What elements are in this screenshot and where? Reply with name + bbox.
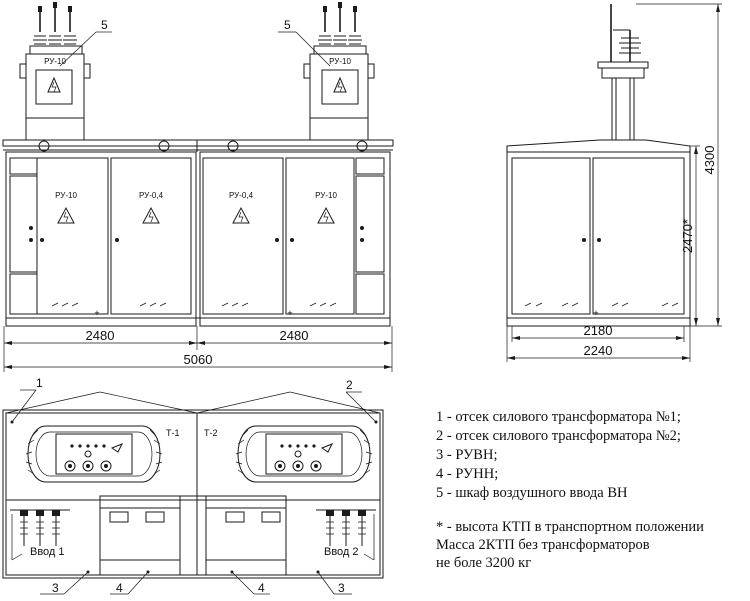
legend-item: 1 - отсек силового трансформатора №1; [436,409,681,425]
callout-3-left: 3 [52,581,59,595]
callout-5-right: 5 [284,18,291,32]
dimension-outer-width: 2240 [584,343,613,358]
cabinet-label: РУ-0,4 [229,191,254,200]
warning-sign-icon [317,206,335,224]
note-line: Масса 2КТП без трансформаторов [436,537,650,553]
note-line: не боле 3200 кг [436,555,532,571]
front-view: + + [2,2,394,372]
cabinet-label: РУ-10 [55,191,77,200]
transformer-top-right [235,425,373,483]
callout-4-right: 4 [258,581,265,595]
callout-5-left: 5 [101,18,108,32]
transformer-left [19,2,91,152]
label-t2: Т-2 [204,428,218,438]
dimension-total-width: 5060 [184,352,213,367]
cabinet-label: РУ-10 [315,191,337,200]
svg-text:+: + [593,308,598,318]
callout-3-right: 3 [338,581,345,595]
warning-sign-icon [57,206,75,224]
warning-sign-icon [142,206,160,224]
label-input-2: Ввод 2 [324,546,359,558]
side-view: + [506,3,722,362]
dimension-left-width: 2480 [86,328,115,343]
input-2-insulators [316,509,376,561]
svg-text:+: + [94,308,99,318]
callout-4-left: 4 [116,581,123,595]
legend-item: 3 - РУВН; [436,447,498,463]
dimension-right-width: 2480 [280,328,309,343]
legend-item: 2 - отсек силового трансформатора №2; [436,428,681,444]
note-line: * - высота КТП в транспортном положении [436,519,704,535]
transformer-right-label: РУ-10 [329,57,351,66]
plan-view [2,389,384,595]
callout-1: 1 [36,376,43,390]
label-input-1: Ввод 1 [30,546,65,558]
dimension-transport-height: 2470* [680,219,695,253]
svg-text:+: + [287,308,292,318]
legend-item: 4 - РУНН; [436,466,499,482]
callout-2: 2 [346,378,353,392]
legend-item: 5 - шкаф воздушного ввода ВН [436,485,628,501]
transformer-top-left [25,425,163,483]
legend: 1 - отсек силового трансформатора №1; 2 … [436,408,748,503]
notes: * - высота КТП в транспортном положении … [436,518,750,572]
transformer-left-label: РУ-10 [44,57,66,66]
warning-sign-icon [232,206,250,224]
dimension-inner-width: 2180 [584,323,613,338]
dimension-total-height: 4300 [702,146,717,175]
input-1-insulators [10,509,70,561]
transformer-right [227,2,375,152]
label-t1: Т-1 [166,428,180,438]
cabinet-label: РУ-0,4 [139,191,164,200]
